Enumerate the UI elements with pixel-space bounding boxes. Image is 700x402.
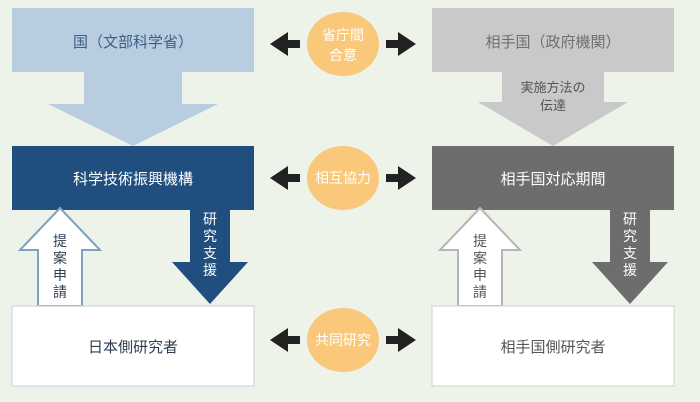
mutual-cooperation-label: 相互協力: [315, 171, 371, 187]
ministry-agreement-label-1: 省庁間: [322, 28, 364, 44]
joint-research-oval: [307, 308, 379, 372]
partner-agency-label: 相手国対応期間: [500, 170, 605, 188]
jst-box: [12, 146, 254, 210]
partner-agency-block: 相手国対応期間: [432, 146, 674, 210]
joint-research-label: 共同研究: [315, 333, 371, 349]
double-headed-arrow-icon: [270, 166, 416, 190]
partner-proposal-arrow: [437, 206, 523, 307]
japan-support-label: 研究支援: [203, 212, 217, 279]
japan-government-label: 国（文部科学省）: [73, 33, 193, 51]
ministry-agreement-link: 省庁間 合意: [270, 12, 416, 76]
partner-researchers-box: [431, 305, 675, 387]
partner-support-arrow: [592, 210, 668, 304]
double-headed-arrow-icon: [270, 328, 416, 352]
japan-government-box: [12, 8, 254, 146]
japan-researchers-box: [11, 305, 255, 387]
partner-country-block: 相手国（政府機関） 実施方法の 伝達: [432, 8, 674, 146]
japan-proposal-label: 提案申請: [53, 234, 67, 301]
japan-researchers-block: 日本側研究者: [11, 305, 255, 387]
partner-researchers-label: 相手国側研究者: [500, 338, 605, 356]
partner-method-label-2: 伝達: [540, 99, 566, 114]
partner-method-label-1: 実施方法の: [520, 80, 585, 96]
japan-researchers-label: 日本側研究者: [88, 338, 178, 356]
partner-researchers-block: 相手国側研究者: [431, 305, 675, 387]
partner-country-label: 相手国（政府機関）: [485, 33, 620, 51]
partner-support-label: 研究支援: [623, 212, 637, 279]
jst-block: 科学技術振興機構: [12, 146, 254, 210]
mutual-cooperation-link: 相互協力: [270, 146, 416, 210]
japan-proposal-arrow: [17, 206, 103, 307]
joint-research-link: 共同研究: [270, 308, 416, 372]
mutual-cooperation-oval: [307, 146, 379, 210]
double-headed-arrow-icon: [270, 32, 416, 56]
ministry-agreement-label-2: 合意: [329, 47, 357, 64]
partner-agency-box: [432, 146, 674, 210]
partner-proposal-label: 提案申請: [473, 234, 487, 301]
ministry-agreement-oval: [307, 12, 379, 76]
jst-label: 科学技術振興機構: [73, 170, 193, 188]
japan-support-arrow: [172, 210, 248, 304]
japan-government-block: 国（文部科学省）: [12, 8, 254, 146]
partner-country-box: [432, 8, 674, 146]
